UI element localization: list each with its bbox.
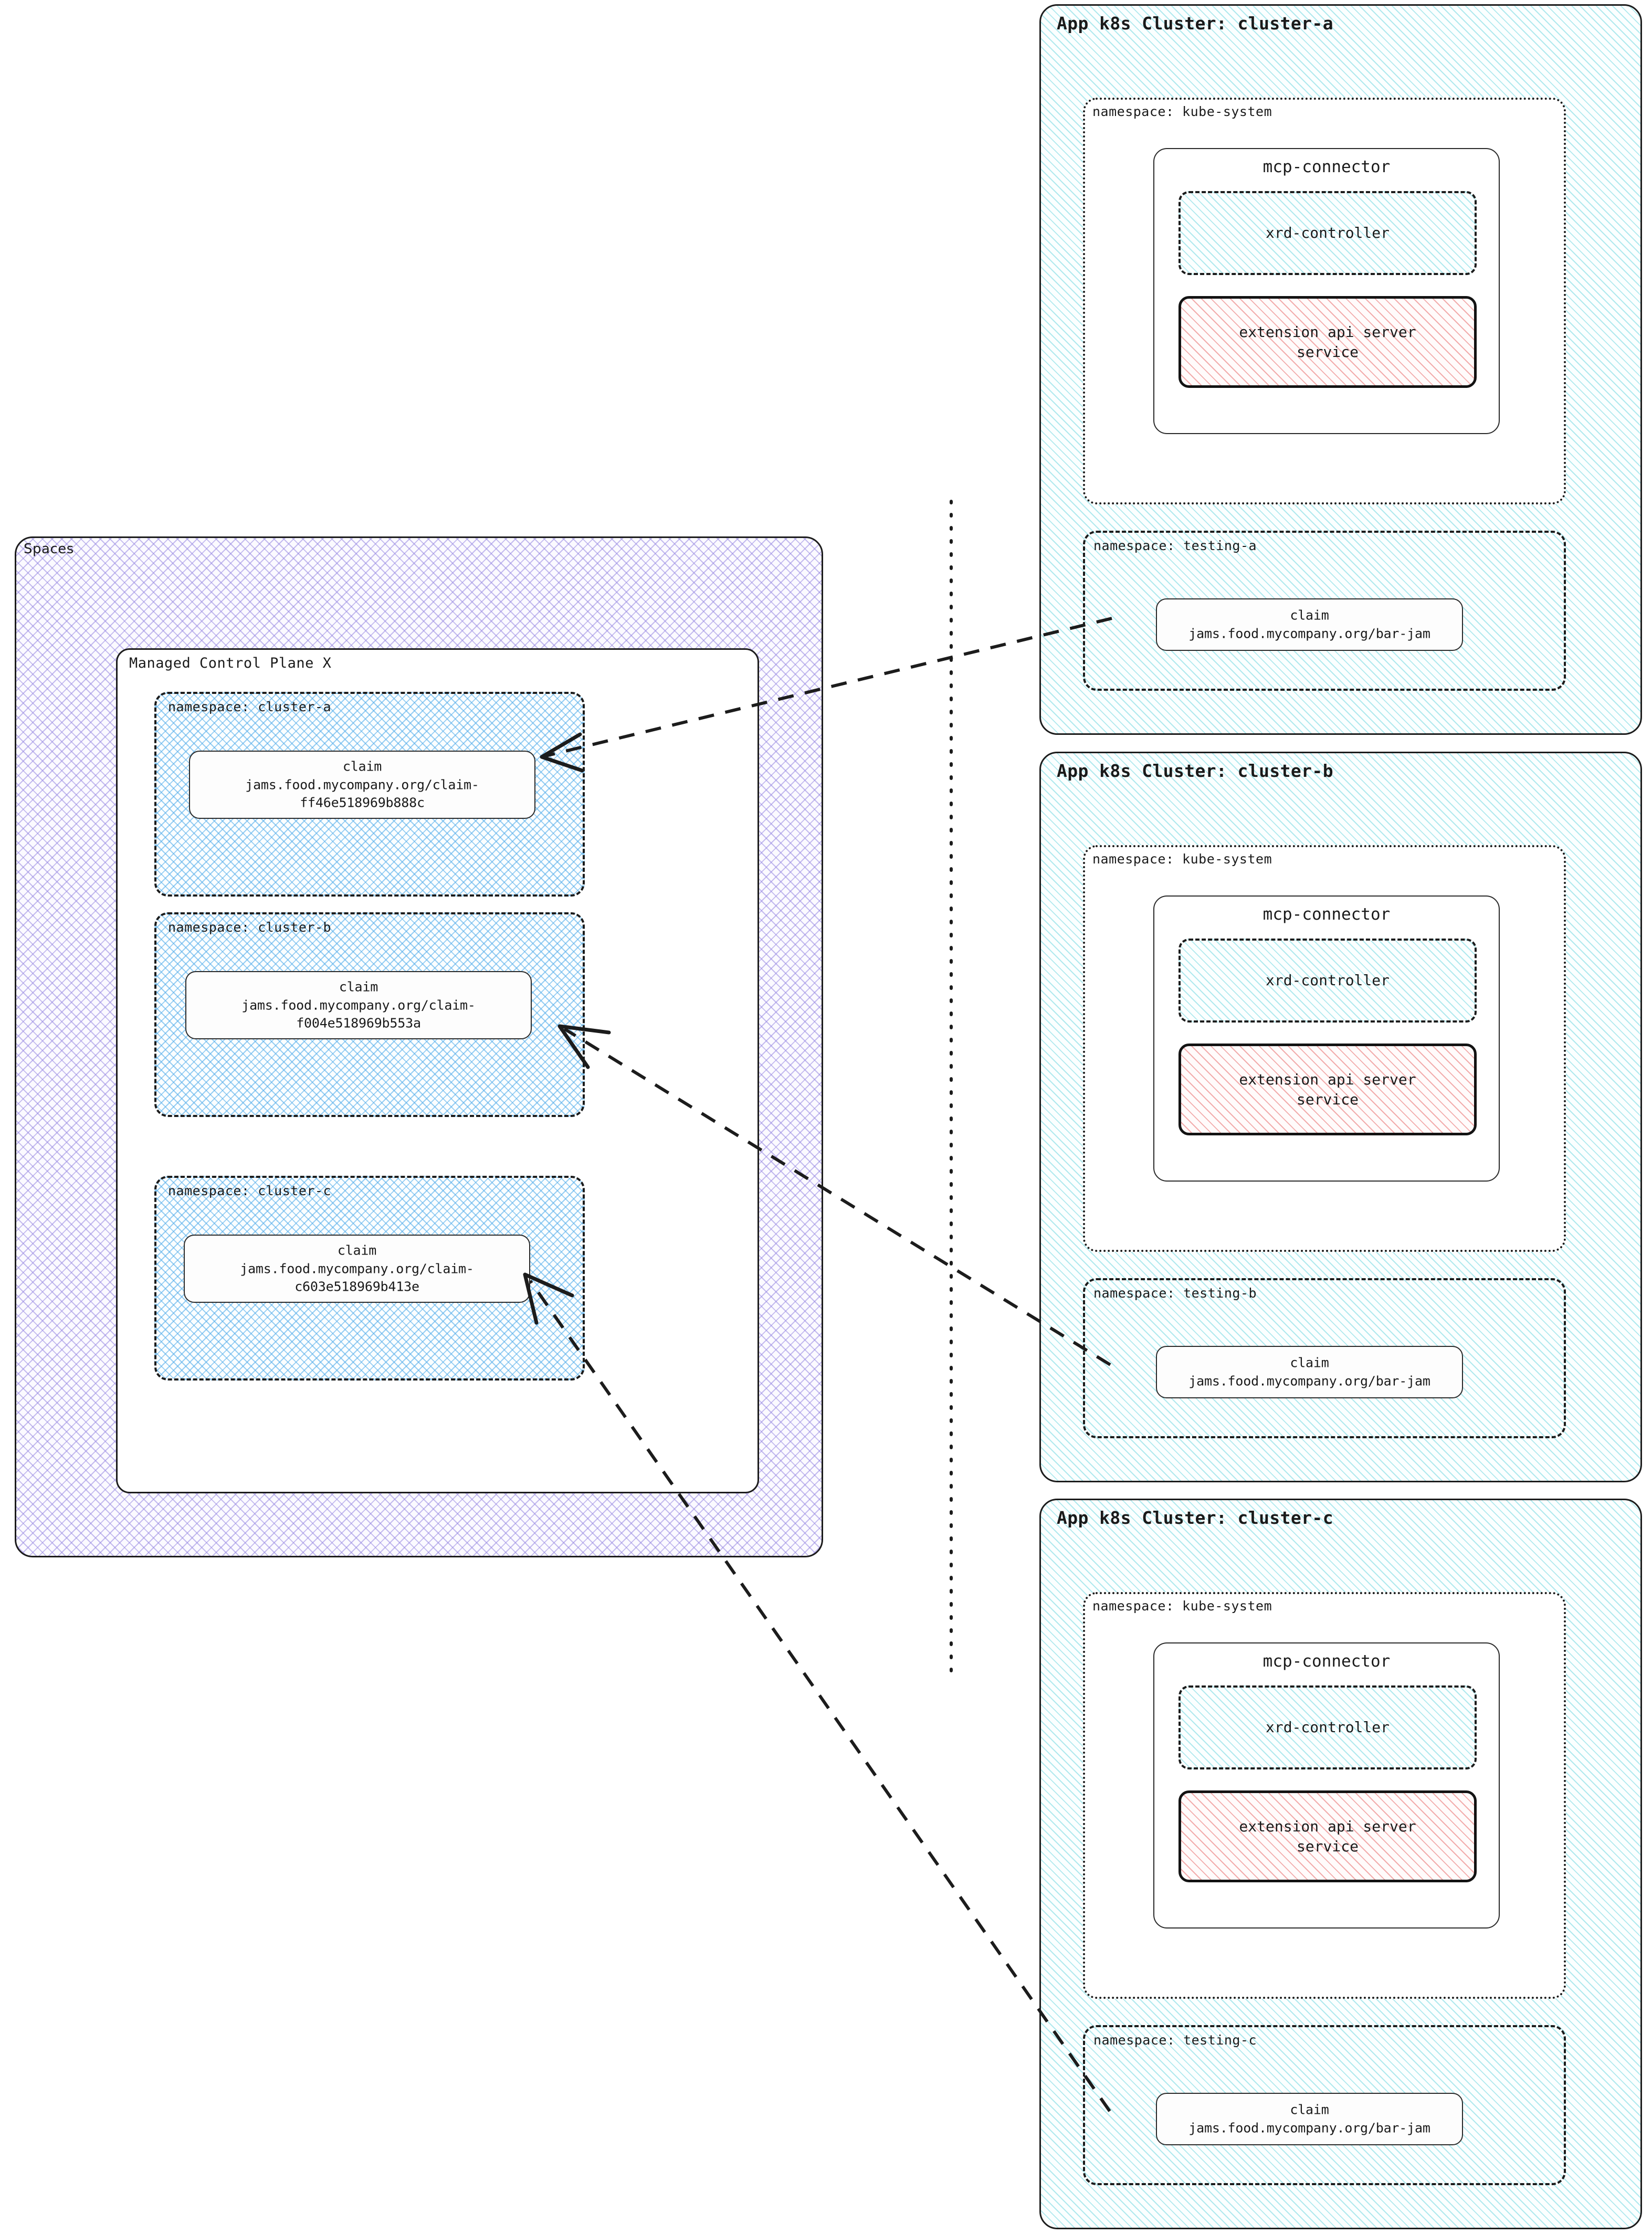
cluster-c-kube-system-label: namespace: kube-system: [1092, 1598, 1272, 1614]
cluster-b-extension-api-server-label: extension api server service: [1239, 1070, 1416, 1108]
cluster-a-extension-api-server-label: extension api server service: [1239, 323, 1416, 361]
managed-control-plane-label: Managed Control Plane X: [129, 655, 332, 671]
claim-kind: claim: [337, 1242, 377, 1258]
claim-ref: jams.food.mycompany.org/bar-jam: [1188, 626, 1430, 641]
cluster-b-xrd-controller-label: xrd-controller: [1265, 971, 1390, 989]
claim-kind: claim: [339, 979, 378, 995]
namespace-cluster-b: namespace: cluster-b claim jams.food.myco…: [154, 912, 585, 1117]
cluster-a-namespace-testing: namespace: testing-a claim jams.food.myco…: [1083, 531, 1566, 691]
claim-kind: claim: [1290, 607, 1329, 623]
cluster-a-xrd-controller: xrd-controller: [1179, 191, 1477, 275]
claim-cluster-a-text: claim jams.food.mycompany.org/claim- ff46…: [190, 757, 534, 812]
claim-kind: claim: [1290, 1355, 1329, 1371]
cluster-a-testing-claim-text: claim jams.food.mycompany.org/bar-jam: [1157, 607, 1462, 643]
cluster-b-testing-claim[interactable]: claim jams.food.mycompany.org/bar-jam: [1156, 1346, 1463, 1398]
cluster-b-extension-api-server: extension api server service: [1179, 1044, 1477, 1135]
cluster-panel-b: App k8s Cluster: cluster-b namespace: ku…: [1039, 752, 1642, 1482]
cluster-c-namespace-testing: namespace: testing-c claim jams.food.myco…: [1083, 2025, 1566, 2185]
cluster-a-namespace-kube-system: namespace: kube-system mcp-connector xrd…: [1083, 98, 1566, 504]
cluster-c-extension-api-server-label: extension api server service: [1239, 1817, 1416, 1855]
spaces-panel: Spaces Managed Control Plane X namespace…: [15, 536, 823, 1557]
claim-ref: jams.food.mycompany.org/claim- ff46e5189…: [245, 776, 479, 810]
namespace-cluster-b-label: namespace: cluster-b: [168, 920, 332, 935]
cluster-a-xrd-controller-label: xrd-controller: [1265, 224, 1390, 241]
cluster-b-namespace-testing: namespace: testing-b claim jams.food.myco…: [1083, 1278, 1566, 1438]
namespace-cluster-a-label: namespace: cluster-a: [168, 699, 332, 714]
claim-ref: jams.food.mycompany.org/bar-jam: [1188, 2120, 1430, 2135]
claim-ref: jams.food.mycompany.org/claim- f004e5189…: [241, 997, 476, 1031]
cluster-b-title: App k8s Cluster: cluster-b: [1057, 761, 1333, 781]
cluster-panel-a: App k8s Cluster: cluster-a namespace: ku…: [1039, 4, 1642, 735]
claim-ref: jams.food.mycompany.org/bar-jam: [1188, 1373, 1430, 1388]
claim-kind: claim: [342, 758, 382, 774]
claim-cluster-a[interactable]: claim jams.food.mycompany.org/claim- ff46…: [189, 751, 535, 819]
spaces-label: Spaces: [24, 541, 74, 557]
cluster-c-testing-label: namespace: testing-c: [1093, 2032, 1257, 2048]
cluster-b-xrd-controller: xrd-controller: [1179, 939, 1477, 1023]
cluster-c-xrd-controller-label: xrd-controller: [1265, 1718, 1390, 1736]
claim-cluster-b-text: claim jams.food.mycompany.org/claim- f004…: [186, 978, 531, 1032]
cluster-b-testing-label: namespace: testing-b: [1093, 1285, 1257, 1301]
claim-cluster-b[interactable]: claim jams.food.mycompany.org/claim- f004…: [185, 971, 532, 1039]
cluster-c-extension-api-server: extension api server service: [1179, 1790, 1477, 1882]
cluster-c-xrd-controller: xrd-controller: [1179, 1685, 1477, 1769]
namespace-cluster-c: namespace: cluster-c claim jams.food.myco…: [154, 1176, 585, 1381]
namespace-cluster-a: namespace: cluster-a claim jams.food.myco…: [154, 692, 585, 897]
cluster-c-mcp-connector-title: mcp-connector: [1262, 1652, 1391, 1671]
cluster-c-namespace-kube-system: namespace: kube-system mcp-connector xrd…: [1083, 1592, 1566, 1999]
cluster-panel-c: App k8s Cluster: cluster-c namespace: ku…: [1039, 1499, 1642, 2229]
cluster-c-testing-claim-text: claim jams.food.mycompany.org/bar-jam: [1157, 2101, 1462, 2137]
claim-cluster-c-text: claim jams.food.mycompany.org/claim- c603…: [185, 1241, 529, 1296]
claim-kind: claim: [1290, 2102, 1329, 2117]
cluster-c-testing-claim[interactable]: claim jams.food.mycompany.org/bar-jam: [1156, 2093, 1463, 2145]
cluster-a-mcp-connector-title: mcp-connector: [1262, 157, 1391, 176]
cluster-a-extension-api-server: extension api server service: [1179, 296, 1477, 388]
cluster-c-mcp-connector: mcp-connector xrd-controller extension a…: [1153, 1642, 1500, 1929]
cluster-b-testing-claim-text: claim jams.food.mycompany.org/bar-jam: [1157, 1354, 1462, 1390]
claim-ref: jams.food.mycompany.org/claim- c603e5189…: [240, 1260, 474, 1294]
namespace-cluster-c-label: namespace: cluster-c: [168, 1183, 332, 1198]
cluster-a-testing-claim[interactable]: claim jams.food.mycompany.org/bar-jam: [1156, 598, 1463, 651]
managed-control-plane-panel: Managed Control Plane X namespace: clust…: [116, 648, 759, 1493]
cluster-b-namespace-kube-system: namespace: kube-system mcp-connector xrd…: [1083, 845, 1566, 1252]
cluster-a-testing-label: namespace: testing-a: [1093, 538, 1257, 553]
cluster-a-title: App k8s Cluster: cluster-a: [1057, 13, 1333, 34]
cluster-b-kube-system-label: namespace: kube-system: [1092, 851, 1272, 867]
cluster-c-title: App k8s Cluster: cluster-c: [1057, 1508, 1333, 1528]
claim-cluster-c[interactable]: claim jams.food.mycompany.org/claim- c603…: [184, 1235, 530, 1303]
cluster-b-mcp-connector-title: mcp-connector: [1262, 905, 1391, 924]
cluster-a-kube-system-label: namespace: kube-system: [1092, 104, 1272, 119]
cluster-a-mcp-connector: mcp-connector xrd-controller extension a…: [1153, 148, 1500, 434]
cluster-b-mcp-connector: mcp-connector xrd-controller extension a…: [1153, 895, 1500, 1182]
